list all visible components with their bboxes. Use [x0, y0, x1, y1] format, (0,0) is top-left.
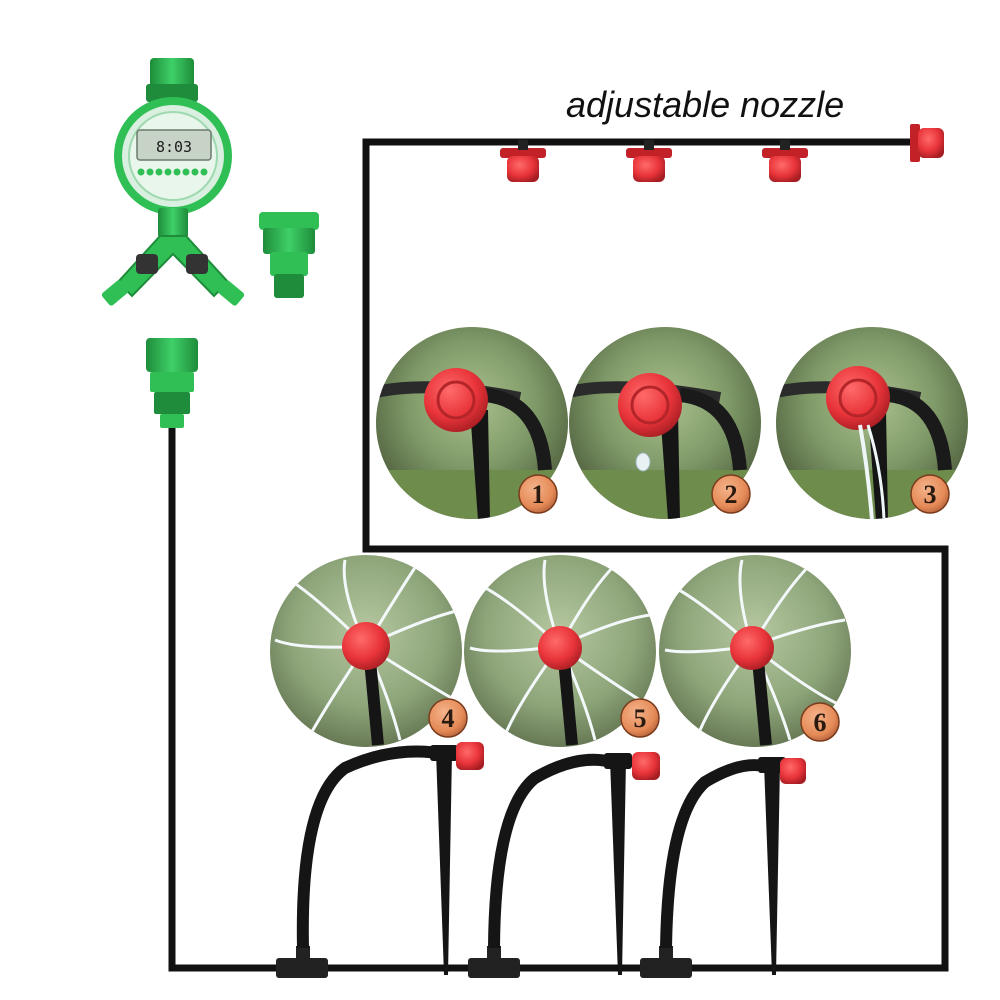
stage-number-1: 1	[532, 480, 545, 509]
tap-adapter	[259, 212, 319, 298]
drip-stake	[764, 764, 780, 975]
drip-stake-assembly-3	[640, 757, 806, 978]
pipe-network	[168, 138, 949, 972]
nozzle-icon	[456, 742, 484, 770]
valve-knob	[186, 254, 208, 274]
tee-connector	[276, 958, 328, 978]
drip-hose	[660, 759, 773, 949]
stage-badge-4: 4	[428, 698, 468, 738]
stage-badge-3: 3	[910, 474, 950, 514]
drip-stake-assembly-1	[276, 742, 484, 978]
nozzle-icon	[626, 140, 672, 182]
stage-number-5: 5	[634, 704, 647, 733]
stage-number-4: 4	[442, 704, 455, 733]
tee-connector	[640, 958, 692, 978]
timer-lcd-readout: 8:03	[156, 138, 192, 156]
water-timer: 8:03	[101, 58, 245, 306]
water-drop	[635, 452, 651, 472]
nozzle-icon	[762, 140, 808, 182]
stage-photo-5	[464, 555, 656, 747]
stage-photo-6	[659, 555, 851, 747]
main-supply-pipe	[168, 138, 949, 972]
stage-number-6: 6	[814, 708, 827, 737]
timer-lcd-screen	[136, 129, 212, 161]
drip-stake	[436, 752, 452, 975]
nozzle-icon	[632, 752, 660, 780]
end-nozzle-icon	[910, 124, 944, 162]
valve-knob	[136, 254, 158, 274]
top-nozzle-row	[500, 124, 944, 182]
hose-connector	[146, 338, 198, 428]
stage-badge-6: 6	[800, 702, 840, 742]
stage-badge-1: 1	[518, 474, 558, 514]
drip-stake-assembly-2	[468, 752, 660, 978]
nozzle-icon	[500, 140, 546, 182]
stage-number-3: 3	[924, 480, 937, 509]
adjustable-nozzle-title: adjustable nozzle	[566, 84, 845, 125]
nozzle-icon	[780, 758, 806, 784]
stage-badge-5: 5	[620, 698, 660, 738]
drip-hose	[488, 753, 617, 949]
stage-badge-2: 2	[711, 474, 751, 514]
stage-photo-3	[776, 327, 968, 519]
stage-number-2: 2	[725, 480, 738, 509]
timer-buttons	[137, 168, 208, 176]
tee-connector	[468, 958, 520, 978]
drip-hose	[296, 745, 446, 949]
stage-photo-4	[270, 555, 462, 747]
drip-stake	[610, 760, 626, 975]
